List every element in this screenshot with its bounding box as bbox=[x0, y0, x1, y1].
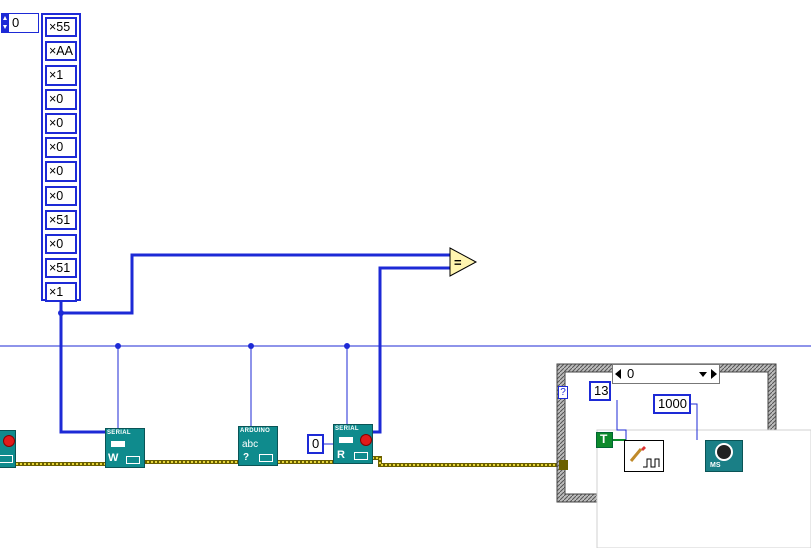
serial-read-to-equals-wire bbox=[370, 266, 455, 434]
junction-dot bbox=[58, 310, 64, 316]
port-icon bbox=[0, 455, 13, 463]
pin-constant[interactable]: 13 bbox=[589, 381, 611, 401]
array-index-value: 0 bbox=[12, 15, 20, 30]
arduino-vi[interactable]: ARDUINO abc ? bbox=[238, 426, 278, 466]
true-constant[interactable]: T bbox=[596, 432, 613, 448]
true-letter: T bbox=[600, 432, 608, 446]
array-to-serial-write-wire bbox=[59, 313, 108, 434]
pencil-wave-icon bbox=[629, 446, 660, 468]
partial-vi-left[interactable] bbox=[0, 430, 16, 468]
index-spinner-icon[interactable] bbox=[2, 14, 9, 32]
port-icon bbox=[259, 454, 273, 462]
array-element[interactable]: ×0 bbox=[45, 89, 77, 110]
byte-array-constant[interactable]: ×55 ×AA ×1 ×0 ×0 ×0 ×0 ×0 ×51 ×0 ×51 ×1 bbox=[41, 13, 81, 303]
vi-header: SERIAL bbox=[107, 430, 131, 436]
array-element[interactable]: ×1 bbox=[45, 281, 77, 303]
prev-case-icon[interactable] bbox=[615, 369, 621, 379]
stop-icon bbox=[3, 435, 15, 447]
array-element[interactable]: ×1 bbox=[45, 65, 77, 86]
equals-comparison-node: = bbox=[449, 247, 478, 277]
array-element[interactable]: ×51 bbox=[45, 209, 77, 231]
ms-label: MS bbox=[710, 462, 721, 469]
wait-ms-vi[interactable]: MS bbox=[705, 440, 743, 472]
port-icon bbox=[354, 452, 368, 460]
array-element[interactable]: ×0 bbox=[45, 233, 77, 255]
delay-constant[interactable]: 1000 bbox=[653, 394, 691, 414]
case-tunnel-left bbox=[559, 460, 568, 470]
digital-write-vi[interactable] bbox=[624, 440, 664, 472]
case-selector-terminal[interactable]: ? bbox=[558, 386, 568, 399]
array-element[interactable]: ×0 bbox=[45, 113, 77, 134]
plug-icon bbox=[111, 441, 125, 447]
array-element[interactable]: ×51 bbox=[45, 257, 77, 279]
vi-header: ARDUINO bbox=[240, 428, 271, 434]
array-element[interactable]: ×0 bbox=[45, 137, 77, 158]
vi-header: SERIAL bbox=[335, 426, 359, 432]
array-element[interactable]: ×AA bbox=[45, 41, 77, 62]
svg-text:=: = bbox=[454, 255, 462, 270]
plug-icon bbox=[339, 437, 353, 443]
port-icon bbox=[126, 456, 140, 464]
stop-icon bbox=[360, 434, 372, 446]
bytes-to-read-constant[interactable]: 0 bbox=[307, 434, 324, 454]
delay-wire bbox=[690, 403, 698, 440]
array-index-control[interactable]: 0 bbox=[1, 13, 39, 33]
chevron-down-icon[interactable] bbox=[699, 372, 707, 377]
array-element[interactable]: ×55 bbox=[45, 17, 77, 38]
write-letter: W bbox=[108, 452, 119, 464]
case-selector[interactable]: 0 bbox=[612, 364, 720, 384]
array-element[interactable]: ×0 bbox=[45, 161, 77, 182]
serial-read-vi[interactable]: SERIAL R bbox=[333, 424, 373, 464]
array-element[interactable]: ×0 bbox=[45, 185, 77, 206]
question-text: ? bbox=[243, 452, 250, 463]
array-to-equals-wire bbox=[59, 253, 455, 315]
case-selector-value: 0 bbox=[627, 366, 635, 381]
clock-icon bbox=[715, 443, 733, 461]
pin-wire bbox=[616, 400, 627, 440]
read-letter: R bbox=[337, 449, 345, 461]
abc-text: abc bbox=[242, 439, 259, 450]
next-case-icon[interactable] bbox=[711, 369, 717, 379]
serial-write-vi[interactable]: SERIAL W bbox=[105, 428, 145, 468]
